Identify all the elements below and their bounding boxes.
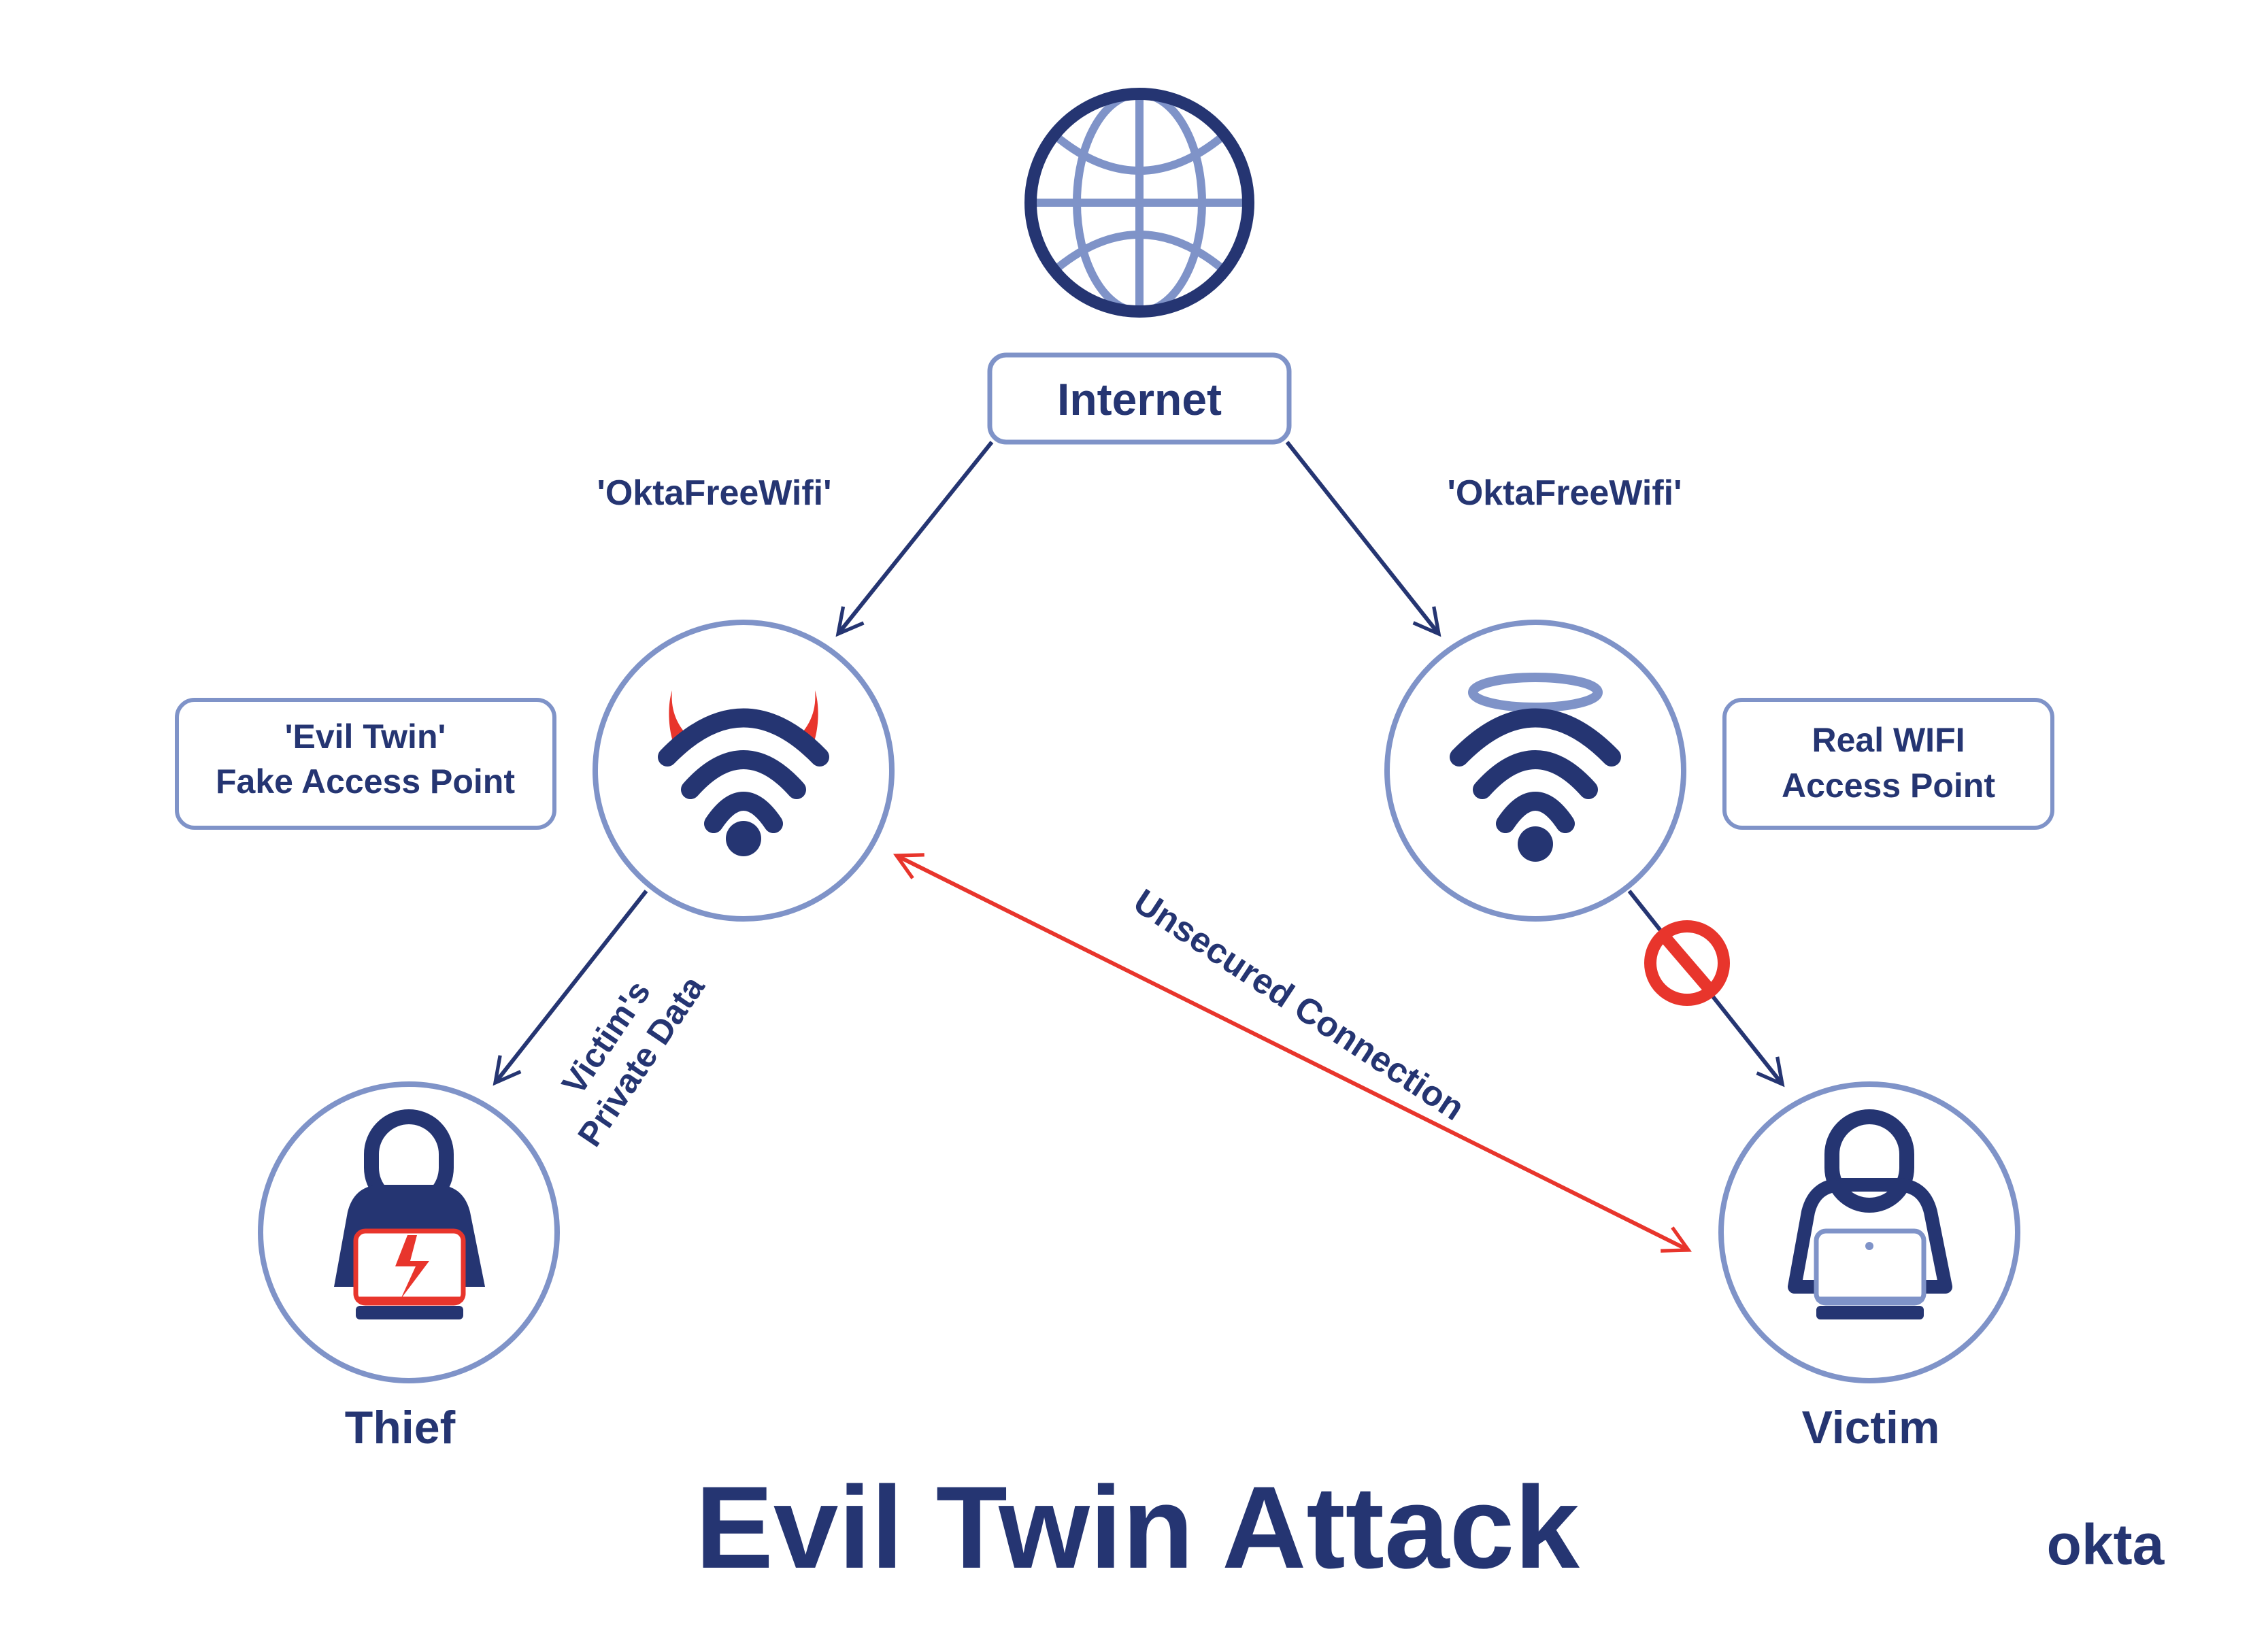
victim-node (1718, 1081, 2020, 1383)
diagram-title: Evil Twin Attack (695, 1462, 1580, 1593)
real-ap-label-line2: Access Point (1782, 767, 1995, 805)
internet-node: Internet (987, 352, 1292, 445)
real-ap-label-box: Real WIFI Access Point (1722, 698, 2054, 830)
ssid-label-real: 'OktaFreeWifi' (1447, 473, 1682, 513)
edge-unsecured-connection (893, 853, 1692, 1253)
okta-logo: okta (2047, 1513, 2165, 1577)
wifi-halo-icon (1450, 673, 1621, 862)
internet-label: Internet (1057, 374, 1222, 424)
globe-icon (1024, 88, 1254, 318)
evil-ap-node (593, 620, 895, 922)
unsecured-connection-label-group: Unsecured Connection (1127, 882, 1471, 1129)
real-ap-label-line1: Real WIFI (1812, 721, 1965, 759)
edge-internet-to-real-ap (1285, 441, 1441, 637)
real-ap-node (1384, 620, 1686, 922)
person-hacker-laptop-icon (334, 1109, 485, 1319)
person-laptop-icon (1788, 1109, 1952, 1319)
ssid-label-evil: 'OktaFreeWifi' (597, 473, 831, 513)
wifi-devil-icon (658, 690, 829, 856)
thief-label: Thief (345, 1402, 456, 1453)
edge-evil-ap-to-thief (493, 890, 648, 1086)
no-entry-icon (1644, 920, 1730, 1006)
evil-ap-label-line1: 'Evil Twin' (285, 718, 446, 756)
evil-ap-label-box: 'Evil Twin' Fake Access Point (175, 698, 556, 830)
unsecured-connection-label: Unsecured Connection (1127, 882, 1471, 1129)
edge-internet-to-evil-ap (835, 441, 994, 637)
thief-node (258, 1081, 560, 1383)
victim-label: Victim (1802, 1402, 1940, 1453)
private-data-label: Victim's Private Data (554, 969, 712, 1154)
evil-ap-label-line2: Fake Access Point (216, 762, 515, 801)
